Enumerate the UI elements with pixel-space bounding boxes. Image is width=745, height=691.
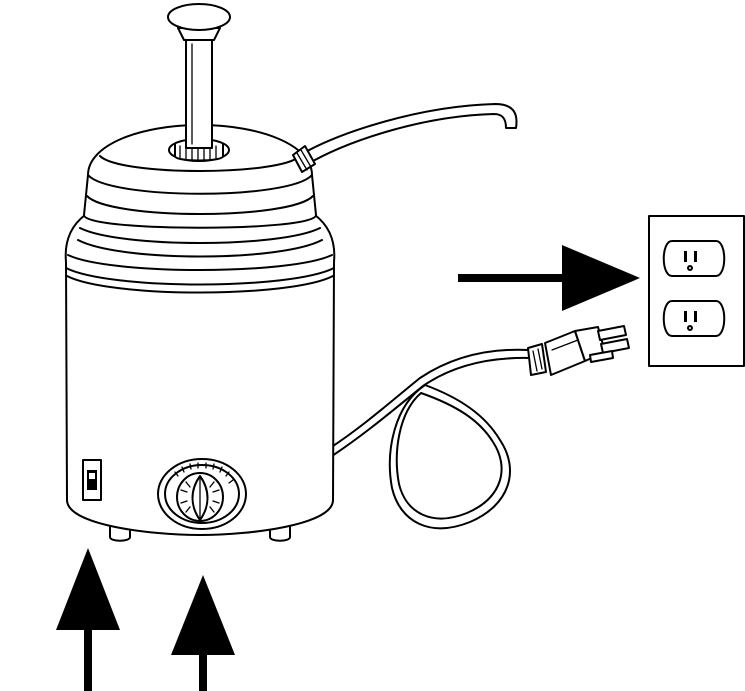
power-switch-rocker[interactable] xyxy=(87,470,97,490)
warmer-lid xyxy=(83,124,317,229)
power-switch[interactable] xyxy=(82,459,102,501)
outlet-receptacle-top xyxy=(662,240,726,277)
arrow-to-outlet xyxy=(458,245,640,311)
outlet-receptacle-bottom xyxy=(662,300,726,337)
arrow-to-power-switch xyxy=(56,548,120,691)
wall-outlet xyxy=(648,215,745,367)
pump-plunger-knob[interactable] xyxy=(167,3,231,31)
temperature-knob[interactable] xyxy=(157,458,247,530)
pump-spout xyxy=(299,103,518,166)
plug-prong-bottom xyxy=(600,338,630,354)
plug-ground-pin xyxy=(589,350,614,363)
outlet-plate xyxy=(648,215,745,367)
plug-prong-top xyxy=(597,325,627,341)
power-cord xyxy=(329,348,531,530)
arrow-to-temperature-knob xyxy=(171,575,235,691)
pump-stem xyxy=(185,39,213,149)
pump-assembly xyxy=(167,3,518,173)
power-plug xyxy=(527,325,630,376)
warmer-body xyxy=(64,214,336,542)
